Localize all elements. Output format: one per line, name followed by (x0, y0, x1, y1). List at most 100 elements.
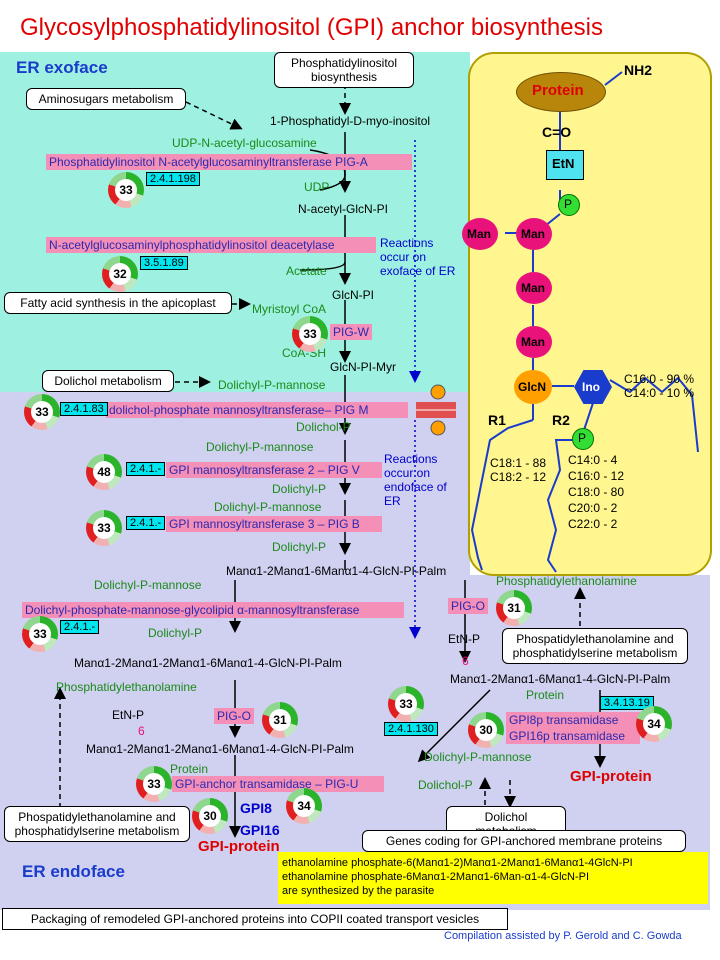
box-fatty-acid: Fatty acid synthesis in the apicoplast (4, 292, 232, 314)
metabolite-udp: UDP (304, 180, 330, 194)
region-endo-label: ER endoface (22, 862, 125, 881)
box-packaging: Packaging of remodeled GPI-anchored prot… (2, 908, 508, 930)
man-circle (516, 218, 552, 250)
page-title: Glycosylphosphatidylinositol (GPI) ancho… (20, 14, 603, 41)
count-label: 33 (31, 401, 53, 423)
enzyme-pig-o-right: PIG-O (448, 598, 489, 614)
metabolite-etnp-right: EtN-P (448, 632, 481, 646)
structure-r2-fatty-acids: C14:0 - 4 C16:0 - 12 C18:0 - 80 C20:0 - … (568, 453, 625, 531)
organism-count-ring[interactable]: 33 (108, 172, 144, 208)
enzyme-pig-m: dolichol-phosphate mannosyltransferase– … (106, 402, 408, 418)
metabolite-pe-left: Phosphatidylethanolamine (56, 680, 197, 694)
enzyme-gpi8p: GPI8p transamidase (506, 712, 640, 728)
box-pe-ps-left: Phospatidylethanolamine and phosphatidyl… (4, 806, 190, 842)
metabolite-dolp-3: Dolichyl-P (272, 540, 327, 554)
ec-number[interactable]: 2.4.1.83 (60, 402, 108, 416)
metabolite-man4: Manα1-2Manα1-2Manα1-6Manα1-4-GlcN-PI-Pal… (74, 656, 342, 670)
enzyme-pig-w: PIG-W (330, 324, 372, 340)
ec-number[interactable]: 3.4.13.19 (600, 696, 654, 710)
enzyme-gpi16p: GPI16p transamidase (506, 728, 640, 744)
organism-count-ring[interactable]: 33 (86, 510, 122, 546)
count-label: 31 (503, 597, 525, 619)
man-circle (516, 326, 552, 358)
enzyme-dpmgam: Dolichyl-phosphate-mannose-glycolipid α-… (22, 602, 404, 618)
metabolite-dolpman-3: Dolichyl-P-mannose (214, 500, 322, 514)
structure-glcn: GlcN (518, 380, 547, 394)
region-exo-label: ER exoface (16, 58, 108, 77)
ec-number[interactable]: 3.5.1.89 (140, 256, 188, 270)
organism-count-ring[interactable]: 48 (86, 454, 122, 490)
metabolite-glcn-pi-myr: GlcN-PI-Myr (330, 360, 396, 374)
ec-number[interactable]: 2.4.1.198 (146, 172, 200, 186)
ec-number[interactable]: 2.4.1.- (126, 462, 166, 476)
protein-ellipse (516, 72, 606, 112)
structure-man-1: Man (467, 227, 491, 241)
structure-r2: R2 (552, 412, 570, 428)
organism-count-ring[interactable]: 30 (468, 712, 504, 748)
structure-nh2: NH2 (624, 62, 653, 78)
organism-count-ring[interactable]: 33 (22, 616, 58, 652)
label-six-right: 6 (462, 654, 469, 668)
enzyme-pig-a: Phosphatidylinositol N-acetylglucosaminy… (46, 154, 412, 170)
glcn-circle (514, 370, 552, 404)
metabolite-dolp-1: Dolichol-P (296, 420, 351, 434)
note-exoface: Reactions occur on exoface of ER (380, 236, 456, 278)
structure-r1: R1 (488, 412, 506, 428)
metabolite-dolp-2: Dolichyl-P (272, 482, 327, 496)
enzyme-pig-o-left: PIG-O (214, 708, 255, 724)
metabolite-myristoyl: Myristoyl CoA (252, 302, 327, 316)
metabolite-acetate: Acetate (286, 264, 327, 278)
box-genes: Genes coding for GPI-anchored membrane p… (362, 830, 686, 852)
metabolite-dolpman-5: Dolichyl-P-mannose (424, 750, 532, 764)
organism-count-ring[interactable]: 33 (136, 766, 172, 802)
count-label: 30 (475, 719, 497, 741)
count-label: 33 (395, 693, 417, 715)
structure-ino-fatty-acids: C16:0 - 90 % C14:0 - 10 % (624, 372, 695, 400)
enzyme-pig-v: GPI mannosyltransferase 2 – PIG V (166, 462, 382, 478)
count-label: 33 (299, 323, 321, 345)
count-label: 33 (29, 623, 51, 645)
metabolite-protein-right: Protein (526, 688, 565, 702)
metabolite-dolp-5: Dolichol-P (418, 778, 473, 792)
structure-panel (468, 52, 712, 576)
organism-count-ring[interactable]: 32 (102, 256, 138, 292)
organism-count-ring[interactable]: 30 (192, 798, 228, 834)
organism-count-ring[interactable]: 34 (286, 788, 322, 824)
metabolite-dolp-4: Dolichyl-P (148, 626, 203, 640)
metabolite-dolpman-4: Dolichyl-P-mannose (94, 578, 202, 592)
organism-count-ring[interactable]: 34 (636, 706, 672, 742)
enzyme-pig-u: GPI-anchor transamidase – PIG-U (172, 776, 384, 792)
organism-count-ring[interactable]: 33 (388, 686, 424, 722)
metabolite-udp-glcnac: UDP-N-acetyl-glucosamine (172, 136, 317, 150)
count-label: 30 (199, 805, 221, 827)
structure-etn: EtN (552, 156, 575, 171)
phosphate-circle (558, 194, 580, 216)
man-circle (462, 218, 498, 250)
structure-protein: Protein (532, 82, 584, 99)
metabolite-man3: Manα1-2Manα1-6Manα1-4-GlcN-PI-Palm (226, 564, 447, 578)
organism-count-ring[interactable]: 33 (24, 394, 60, 430)
count-label: 34 (643, 713, 665, 735)
organism-count-ring[interactable]: 33 (292, 316, 328, 352)
structure-p2: P (578, 431, 587, 445)
enzyme-gpi16: GPI16 (240, 822, 280, 838)
count-label: 33 (115, 179, 137, 201)
ec-number[interactable]: 2.4.1.- (60, 620, 100, 634)
metabolite-man4-etn: Manα1-2Manα1-2Manα1-6Manα1-4-GlcN-PI-Pal… (86, 742, 354, 756)
structure-p1: P (564, 197, 573, 211)
box-pe-ps-top: Phospatidylethanolamine and phosphatidyl… (502, 628, 688, 664)
structure-man-3: Man (521, 281, 545, 295)
count-label: 31 (269, 709, 291, 731)
metabolite-dolpman-1: Dolichyl-P-mannose (218, 378, 326, 392)
ec-number[interactable]: 2.4.1.- (126, 516, 166, 530)
credit: Compilation assisted by P. Gerold and C.… (444, 930, 682, 942)
structure-man-2: Man (521, 227, 545, 241)
organism-count-ring[interactable]: 31 (262, 702, 298, 738)
ec-number[interactable]: 2.4.1.130 (384, 722, 438, 736)
box-aminosugars: Aminosugars metabolism (26, 88, 186, 110)
man-circle (516, 272, 552, 304)
organism-count-ring[interactable]: 31 (496, 590, 532, 626)
metabolite-man3-etn: Manα1-2Manα1-6Manα1-4-GlcN-PI-Palm (450, 672, 671, 686)
metabolite-glcnac-pi: N-acetyl-GlcN-PI (298, 202, 389, 216)
